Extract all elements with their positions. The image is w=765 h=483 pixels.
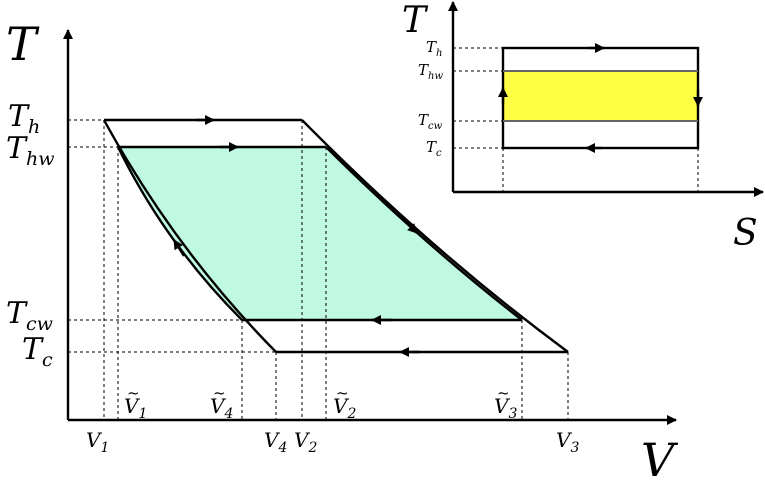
tv-diagram: T V Th Thw Tcw Tc V1 V4 V2 V3 V1 ~ V4 ~ … bbox=[6, 17, 679, 483]
tv-axes bbox=[63, 29, 677, 425]
t-axis-label: T bbox=[6, 17, 40, 71]
svg-text:V3: V3 bbox=[494, 394, 517, 422]
svg-text:~: ~ bbox=[336, 384, 349, 402]
v4-label: V4 bbox=[264, 428, 287, 456]
inset-yellow-region bbox=[503, 71, 698, 121]
th-label: Th bbox=[8, 99, 40, 138]
tilde-v2-label: V2 ~ bbox=[333, 384, 356, 422]
guide-lines bbox=[68, 119, 569, 420]
inset-tcw-label: Tcw bbox=[418, 111, 443, 132]
svg-text:~: ~ bbox=[213, 384, 226, 402]
direction-arrows bbox=[172, 115, 420, 357]
inset-guide-lines bbox=[453, 47, 699, 192]
tilde-v3-label: V3 ~ bbox=[494, 384, 517, 422]
tilde-v4-label: V4 ~ bbox=[210, 384, 233, 422]
svg-text:~: ~ bbox=[497, 384, 510, 402]
svg-text:V2: V2 bbox=[333, 394, 356, 422]
shaded-region bbox=[118, 147, 522, 320]
svg-text:V4: V4 bbox=[210, 394, 233, 422]
tc-label: Tc bbox=[22, 332, 53, 371]
v1-label: V1 bbox=[86, 428, 109, 456]
svg-text:~: ~ bbox=[127, 384, 140, 402]
tilde-v1-label: V1 ~ bbox=[124, 384, 147, 422]
v-axis-label: V bbox=[641, 433, 679, 483]
tcw-label: Tcw bbox=[6, 296, 53, 335]
inset-cycle bbox=[498, 43, 703, 153]
svg-text:V1: V1 bbox=[124, 394, 147, 422]
inset-thw-label: Thw bbox=[418, 61, 443, 82]
inset-th-label: Th bbox=[426, 38, 442, 59]
ts-inset-diagram: T S Th Thw Tcw Tc bbox=[402, 0, 764, 254]
thw-label: Thw bbox=[6, 131, 55, 170]
v2-label: V2 bbox=[294, 428, 317, 456]
v3-label: V3 bbox=[556, 428, 579, 456]
inset-axes bbox=[448, 1, 764, 197]
inset-s-axis-label: S bbox=[733, 213, 758, 254]
inset-tc-label: Tc bbox=[426, 138, 442, 159]
inset-t-axis-label: T bbox=[402, 0, 429, 41]
